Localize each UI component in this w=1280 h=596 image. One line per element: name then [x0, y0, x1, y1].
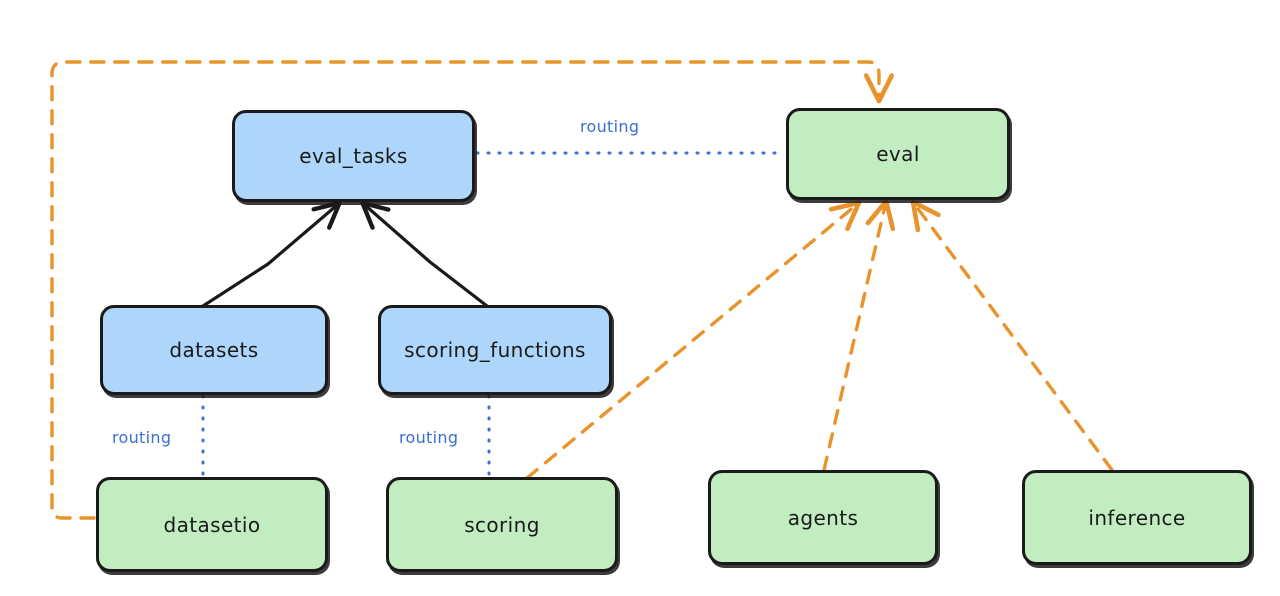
node-inference-label: inference	[1088, 505, 1186, 530]
node-eval-tasks[interactable]: eval_tasks	[232, 110, 475, 202]
edge-agents-to-eval-dependency	[822, 198, 896, 472]
node-agents[interactable]: agents	[708, 470, 938, 565]
edge-label-routing-eval-tasks-eval: routing	[580, 117, 640, 136]
node-scoring[interactable]: scoring	[386, 477, 618, 572]
node-scoring-label: scoring	[464, 512, 540, 537]
edge-label-routing-scoring-functions-scoring: routing	[399, 428, 459, 447]
node-scoring-functions-label: scoring_functions	[404, 338, 586, 362]
edge-datasetio-to-eval-dependency	[50, 60, 895, 520]
node-inference[interactable]: inference	[1022, 470, 1252, 565]
edge-scoring-functions-to-eval-tasks	[360, 200, 489, 308]
node-datasetio[interactable]: datasetio	[96, 477, 328, 572]
node-eval-tasks-label: eval_tasks	[299, 144, 408, 168]
edge-datasets-to-eval-tasks	[201, 200, 342, 308]
node-agents-label: agents	[787, 505, 859, 530]
node-datasets-label: datasets	[169, 338, 259, 362]
node-scoring-functions[interactable]: scoring_functions	[378, 305, 612, 395]
node-eval[interactable]: eval	[786, 108, 1010, 200]
edge-inference-to-eval-dependency	[910, 199, 1114, 472]
edge-label-routing-datasets-datasetio: routing	[112, 428, 172, 447]
node-datasets[interactable]: datasets	[100, 305, 328, 395]
node-eval-label: eval	[876, 142, 920, 166]
node-datasetio-label: datasetio	[163, 512, 261, 537]
edge-scoring-to-eval-dependency	[525, 200, 862, 480]
